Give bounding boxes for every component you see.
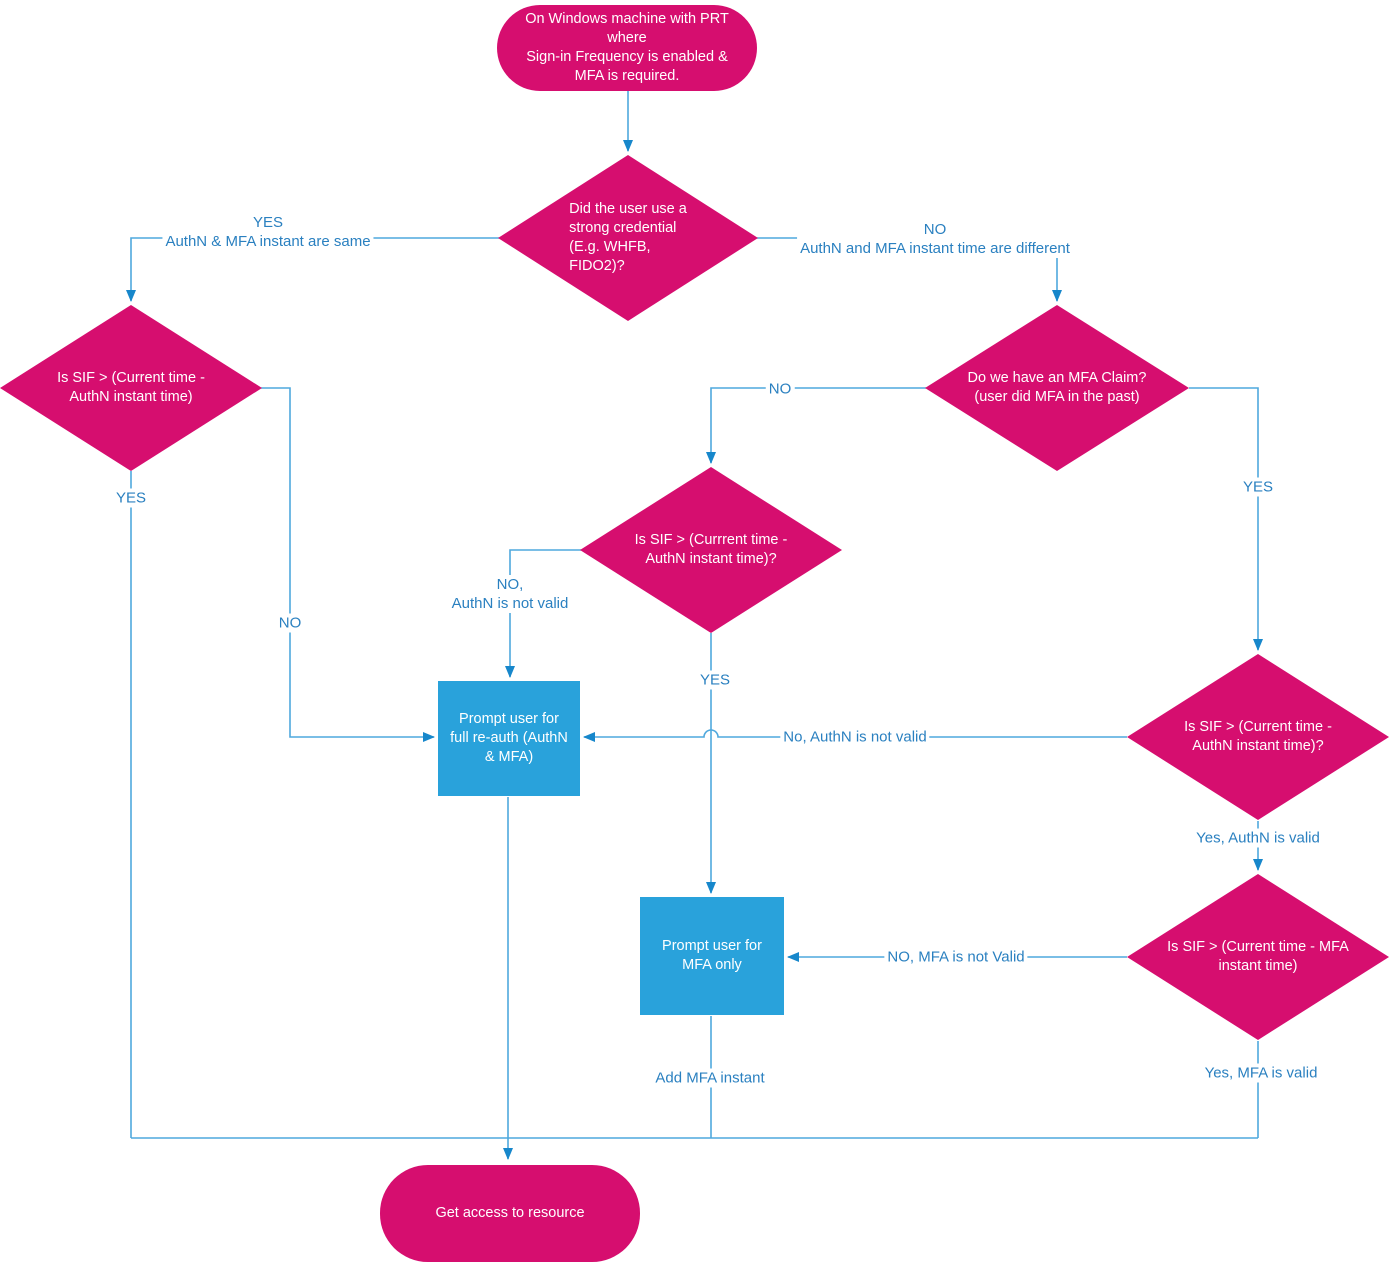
edge-label-add-mfa-instant: Add MFA instant [652, 1068, 768, 1088]
end-terminator: Get access to resource [380, 1165, 640, 1262]
edge-label-yes-authn-valid: Yes, AuthN is valid [1193, 828, 1323, 848]
process-mfa-only: Prompt user for MFA only [640, 897, 784, 1015]
decision-mfa-claim-label: Do we have an MFA Claim? (user did MFA i… [967, 370, 1147, 405]
edge-label-yes-mfa-valid: Yes, MFA is valid [1201, 1063, 1321, 1083]
decision-sif-authn-middle-label: Is SIF > (Currrent time - AuthN instant … [634, 532, 788, 567]
decision-mfa-claim: Do we have an MFA Claim? (user did MFA i… [925, 305, 1189, 471]
edge-label-yes-authn-mfa-same: YES AuthN & MFA instant are same [162, 213, 374, 251]
edge-mfa-claim-no-to-sif-middle [706, 387, 926, 464]
edge-label-no-authn-not-valid-middle: NO, AuthN is not valid [448, 575, 572, 613]
edge-sif-left-no-to-full-reauth [261, 387, 435, 742]
decision-sif-authn-middle: Is SIF > (Currrent time - AuthN instant … [580, 467, 842, 633]
decision-sif-authn-left: Is SIF > (Current time - AuthN instant t… [0, 305, 262, 471]
end-terminator-label: Get access to resource [435, 1205, 585, 1221]
edge-label-yes-mfa-claim: YES [1239, 477, 1277, 497]
decision-sif-mfa: Is SIF > (Current time - MFA instant tim… [1127, 874, 1389, 1040]
process-full-reauth-label: Prompt user for full re-auth (AuthN & MF… [450, 711, 568, 765]
process-mfa-only-label: Prompt user for MFA only [662, 938, 762, 973]
process-full-reauth: Prompt user for full re-auth (AuthN & MF… [438, 681, 580, 796]
edge-label-no-mfa-claim: NO [765, 379, 795, 399]
decision-sif-mfa-label: Is SIF > (Current time - MFA instant tim… [1167, 939, 1349, 974]
edge-label-no-mfa-not-valid: NO, MFA is not Valid [884, 947, 1028, 967]
decision-strong-credential: Did the user use a strong credential (E.… [498, 155, 758, 321]
edge-label-no-sif-left: NO [275, 613, 305, 633]
decision-sif-authn-right: Is SIF > (Current time - AuthN instant t… [1127, 654, 1389, 820]
edge-label-no-authn-not-valid-right: No, AuthN is not valid [780, 727, 930, 747]
decision-sif-authn-left-label: Is SIF > (Current time - AuthN instant t… [57, 370, 205, 405]
edge-label-yes-sif-left: YES [112, 488, 150, 508]
decision-sif-authn-right-label: Is SIF > (Current time - AuthN instant t… [1184, 719, 1332, 754]
edge-label-yes-sif-middle: YES [696, 670, 734, 690]
start-terminator: On Windows machine with PRT where Sign-i… [497, 5, 757, 91]
edge-sif-middle-no-to-full-reauth [505, 549, 581, 678]
edge-mfa-claim-yes-to-sif-right [1189, 387, 1263, 651]
decision-strong-credential-label: Did the user use a strong credential (E.… [569, 201, 687, 274]
edge-label-no-authn-mfa-different: NO AuthN and MFA instant time are differ… [797, 220, 1073, 258]
start-terminator-label: On Windows machine with PRT where Sign-i… [525, 11, 729, 84]
